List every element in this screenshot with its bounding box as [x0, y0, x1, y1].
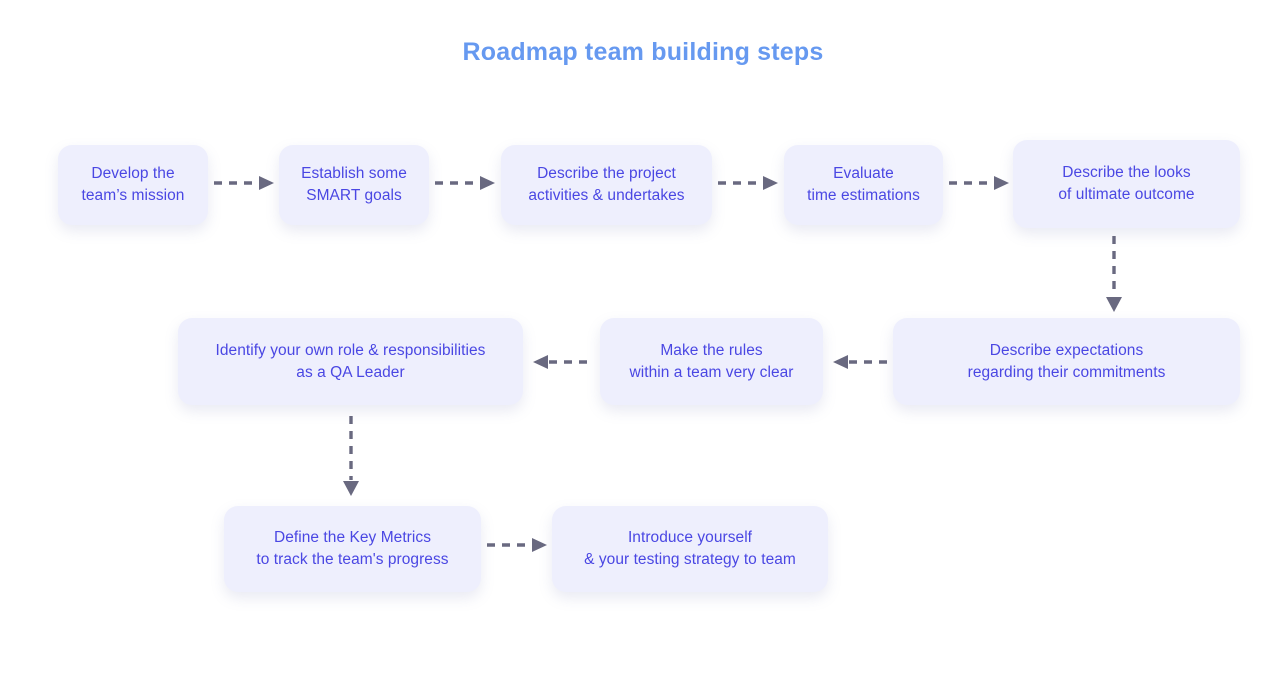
flow-node-ultimate-outcome[interactable]: Describe the looks of ultimate outcome [1013, 140, 1240, 228]
connector-arrow-down [1100, 236, 1128, 316]
connector-arrow-left [829, 353, 893, 371]
flow-node-describe-expectations[interactable]: Describe expectations regarding their co… [893, 318, 1240, 405]
flow-node-label: Introduce yourself & your testing strate… [584, 529, 796, 568]
connector-arrow-down [337, 416, 365, 500]
flow-node-label: Evaluate time estimations [807, 165, 920, 204]
flow-node-key-metrics[interactable]: Define the Key Metrics to track the team… [224, 506, 481, 592]
connector-arrow-right [718, 174, 782, 192]
flow-node-label: Establish some SMART goals [301, 165, 407, 204]
flow-node-label: Develop the team’s mission [81, 165, 185, 204]
connector-arrow-right [949, 174, 1013, 192]
page-title: Roadmap team building steps [462, 38, 824, 66]
flow-node-label: Make the rules within a team very clear [629, 341, 794, 381]
flow-node-make-rules[interactable]: Make the rules within a team very clear [600, 318, 823, 405]
connector-arrow-left [529, 353, 593, 371]
connector-arrow-right [487, 536, 551, 554]
connector-arrow-right [435, 174, 499, 192]
flow-node-project-activities[interactable]: Describe the project activities & undert… [501, 145, 712, 225]
flow-node-label: Identify your own role & responsibilitie… [215, 341, 486, 381]
flow-node-label: Describe expectations regarding their co… [967, 341, 1166, 381]
flow-node-introduce-yourself[interactable]: Introduce yourself & your testing strate… [552, 506, 828, 592]
flow-node-identify-role[interactable]: Identify your own role & responsibilitie… [178, 318, 523, 405]
flow-node-label: Describe the looks of ultimate outcome [1058, 164, 1195, 203]
flow-node-label: Define the Key Metrics to track the team… [256, 529, 449, 568]
connector-arrow-right [214, 174, 278, 192]
flow-node-label: Describe the project activities & undert… [528, 165, 685, 204]
flow-node-smart-goals[interactable]: Establish some SMART goals [279, 145, 429, 225]
flow-node-develop-mission[interactable]: Develop the team’s mission [58, 145, 208, 225]
flow-node-time-estimations[interactable]: Evaluate time estimations [784, 145, 943, 225]
